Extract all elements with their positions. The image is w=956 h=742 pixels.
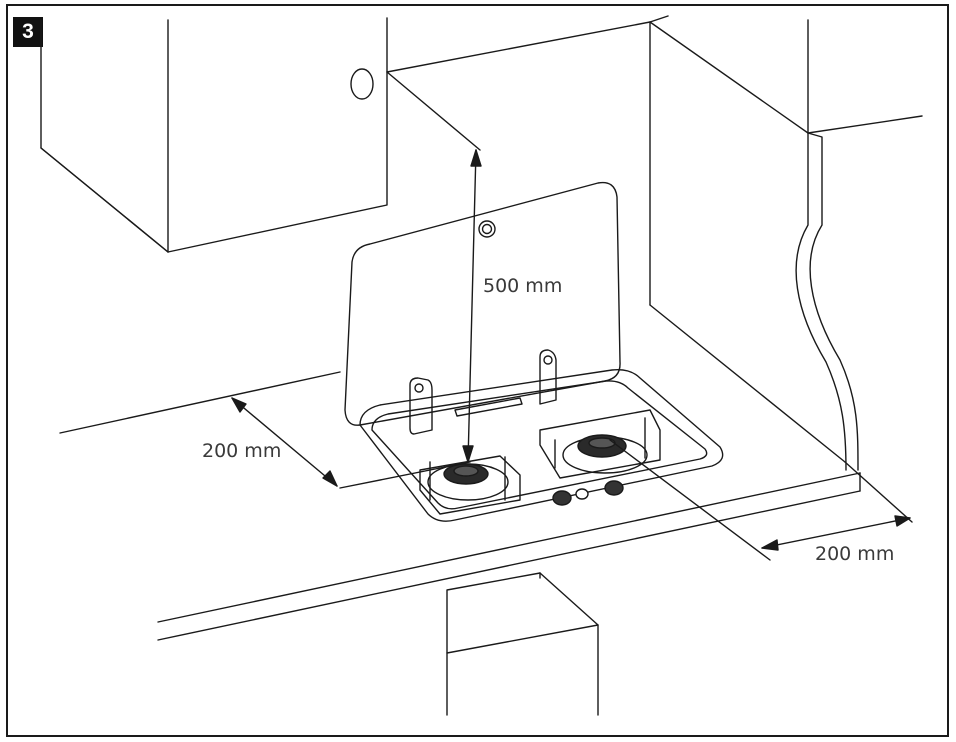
height-clearance-label: 500 mm: [483, 275, 562, 297]
step-number-badge: 3: [13, 17, 43, 47]
gas-hob: [359, 349, 724, 522]
burner-left-icon: [419, 455, 521, 515]
side-panel-right: [795, 132, 859, 471]
lower-cabinet: [446, 572, 599, 716]
burner-right-icon: [539, 409, 661, 479]
lid-hinge-right-icon: [539, 349, 557, 405]
figure-frame: [6, 4, 949, 737]
lid-knob-icon: [478, 220, 496, 238]
control-knob-icon: [552, 480, 624, 506]
hob-glass-lid: [344, 181, 621, 426]
dimension-side-left: [231, 397, 471, 489]
wall-cabinet-left: [40, 17, 388, 253]
cabinet-knob-icon: [350, 68, 374, 100]
dimension-height: [462, 149, 482, 463]
back-wall: [59, 15, 923, 463]
dimension-side-right: [609, 439, 913, 561]
side-clearance-left-label: 200 mm: [202, 440, 281, 462]
lid-hinge-left-icon: [409, 377, 433, 435]
side-clearance-right-label: 200 mm: [815, 543, 894, 565]
